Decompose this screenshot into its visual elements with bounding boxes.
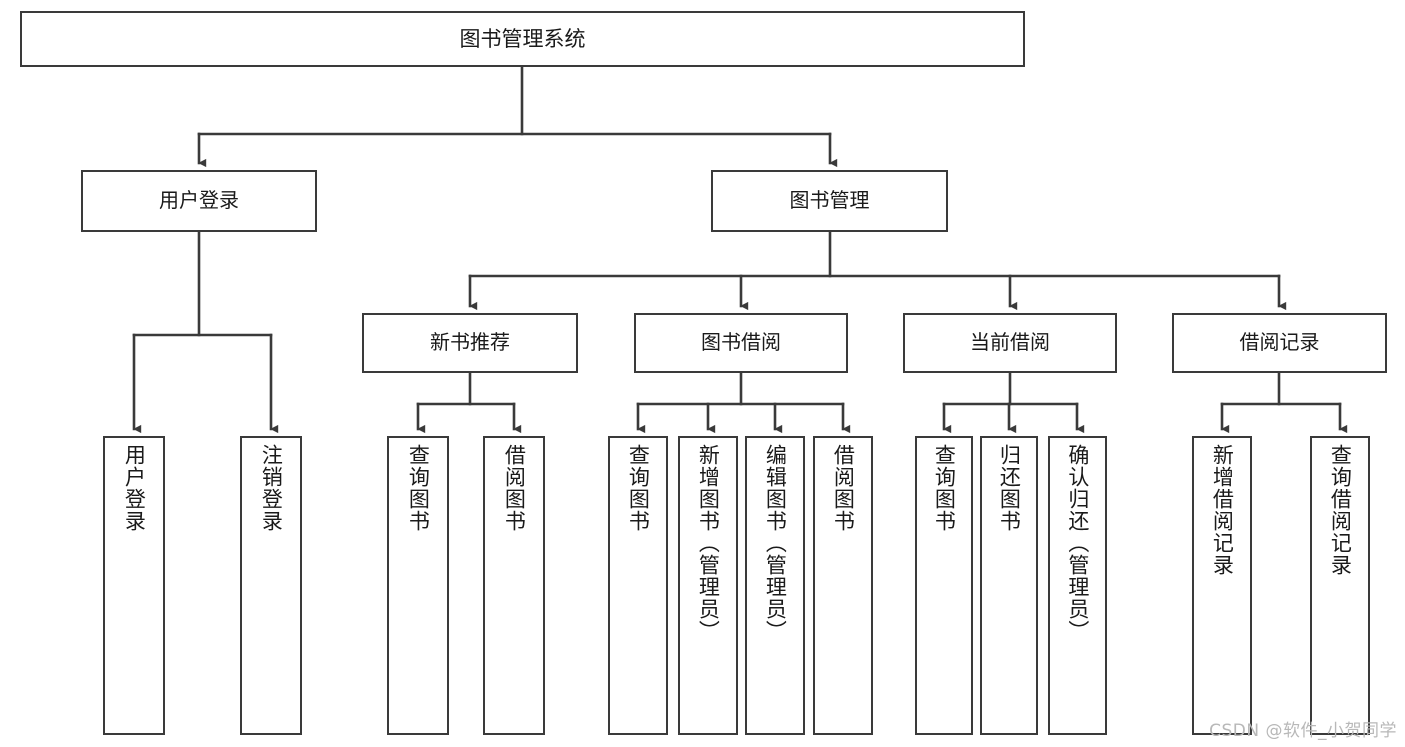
- node-current-borrow-label: 当前借阅: [970, 330, 1050, 355]
- node-current-borrow[interactable]: 当前借阅: [903, 313, 1117, 373]
- node-leaf-record-query[interactable]: 查询借阅记录: [1310, 436, 1370, 735]
- node-root[interactable]: 图书管理系统: [20, 11, 1025, 67]
- node-leaf-current-return-book-label: 归还图书: [997, 444, 1022, 532]
- node-leaf-user-logout-label: 注销登录: [259, 444, 284, 532]
- node-leaf-user-login-label: 用户登录: [122, 444, 147, 532]
- node-leaf-borrow-edit-book[interactable]: 编辑图书（管理员）: [745, 436, 805, 735]
- node-new-book-rec[interactable]: 新书推荐: [362, 313, 578, 373]
- node-leaf-record-query-label: 查询借阅记录: [1328, 444, 1353, 576]
- node-user-login[interactable]: 用户登录: [81, 170, 317, 232]
- node-user-login-label: 用户登录: [159, 188, 239, 213]
- node-leaf-user-logout[interactable]: 注销登录: [240, 436, 302, 735]
- node-new-book-rec-label: 新书推荐: [430, 330, 510, 355]
- node-leaf-record-add-label: 新增借阅记录: [1210, 444, 1235, 576]
- node-leaf-borrow-add-book-label: 新增图书（管理员）: [696, 444, 721, 642]
- node-leaf-user-login[interactable]: 用户登录: [103, 436, 165, 735]
- node-leaf-rec-query-book[interactable]: 查询图书: [387, 436, 449, 735]
- node-book-manage[interactable]: 图书管理: [711, 170, 948, 232]
- node-leaf-current-query-book[interactable]: 查询图书: [915, 436, 973, 735]
- node-leaf-current-query-book-label: 查询图书: [932, 444, 957, 532]
- node-borrow-record-label: 借阅记录: [1239, 330, 1320, 355]
- node-leaf-borrow-borrow-book[interactable]: 借阅图书: [813, 436, 873, 735]
- node-leaf-current-confirm-return-label: 确认归还（管理员）: [1065, 444, 1090, 642]
- node-leaf-borrow-query-book[interactable]: 查询图书: [608, 436, 668, 735]
- csdn-watermark: CSDN @软件_小贺同学: [1209, 721, 1397, 741]
- node-leaf-borrow-query-book-label: 查询图书: [626, 444, 651, 532]
- node-book-borrow-label: 图书借阅: [701, 330, 781, 355]
- node-book-manage-label: 图书管理: [789, 188, 870, 213]
- node-leaf-rec-query-book-label: 查询图书: [406, 444, 431, 532]
- node-leaf-record-add[interactable]: 新增借阅记录: [1192, 436, 1252, 735]
- node-leaf-rec-borrow-book[interactable]: 借阅图书: [483, 436, 545, 735]
- node-leaf-borrow-add-book[interactable]: 新增图书（管理员）: [678, 436, 738, 735]
- node-leaf-rec-borrow-book-label: 借阅图书: [502, 444, 527, 532]
- node-borrow-record[interactable]: 借阅记录: [1172, 313, 1387, 373]
- node-leaf-borrow-edit-book-label: 编辑图书（管理员）: [763, 444, 788, 642]
- node-root-label: 图书管理系统: [459, 26, 586, 51]
- node-leaf-current-return-book[interactable]: 归还图书: [980, 436, 1038, 735]
- node-leaf-borrow-borrow-book-label: 借阅图书: [831, 444, 856, 532]
- node-leaf-current-confirm-return[interactable]: 确认归还（管理员）: [1048, 436, 1107, 735]
- node-book-borrow[interactable]: 图书借阅: [634, 313, 848, 373]
